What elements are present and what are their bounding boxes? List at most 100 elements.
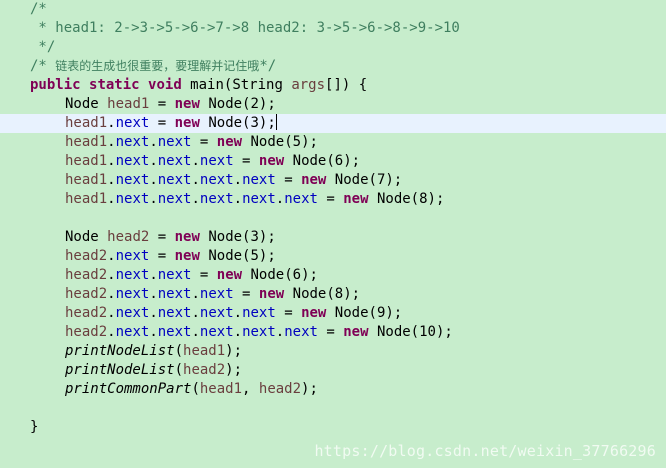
code-line[interactable]: head2.next = new Node(5); <box>0 247 666 266</box>
code-token: head2 <box>107 229 150 245</box>
code-token: * head1: 2->3->5->6->7->8 head2: 3->5->6… <box>30 20 460 36</box>
code-token: next <box>157 191 192 207</box>
code-token: */ <box>30 39 56 55</box>
code-line[interactable]: head2.next.next.next.next = new Node(9); <box>0 304 666 323</box>
code-token: . <box>191 324 200 340</box>
code-token: . <box>149 153 158 169</box>
code-token: head1 <box>65 153 108 169</box>
code-token: = <box>191 267 217 283</box>
code-token: = <box>149 248 175 264</box>
code-token: next <box>242 172 276 188</box>
code-token: . <box>107 267 116 283</box>
code-token: . <box>107 286 116 302</box>
code-token: Node(6); <box>242 267 318 283</box>
code-token: . <box>107 153 116 169</box>
code-token: next <box>115 115 150 131</box>
code-token: next <box>115 191 150 207</box>
code-token: Node(8); <box>284 286 361 302</box>
code-token: . <box>191 286 200 302</box>
code-token: head2 <box>65 305 108 321</box>
code-token: . <box>275 324 285 340</box>
code-token: next <box>284 324 318 340</box>
code-line[interactable]: */ <box>0 38 666 57</box>
code-token: next <box>157 267 192 283</box>
code-token: . <box>149 191 158 207</box>
code-token: . <box>107 115 116 131</box>
code-token: Node(3); <box>199 229 276 245</box>
text-caret <box>275 114 277 130</box>
code-token: next <box>157 324 192 340</box>
code-token: . <box>149 172 158 188</box>
code-token: Node(8); <box>368 191 445 207</box>
code-token: Node <box>65 229 108 245</box>
code-line[interactable]: } <box>0 418 666 437</box>
code-line[interactable]: head1.next.next.next.next = new Node(7); <box>0 171 666 190</box>
code-line[interactable]: head1.next.next.next.next.next = new Nod… <box>0 190 666 209</box>
code-line[interactable]: head2.next.next = new Node(6); <box>0 266 666 285</box>
code-token: next <box>115 153 150 169</box>
code-line[interactable]: head1.next.next = new Node(5); <box>0 133 666 152</box>
code-token: head2 <box>65 324 108 340</box>
code-token: next <box>115 248 150 264</box>
code-token: head1 <box>183 343 226 359</box>
code-token: . <box>275 191 285 207</box>
code-token: static <box>89 77 140 93</box>
code-token: new <box>258 153 285 169</box>
code-line[interactable]: /* <box>0 0 666 19</box>
code-token: next <box>157 134 192 150</box>
code-token: . <box>149 286 158 302</box>
code-token: new <box>174 96 200 112</box>
code-token: next <box>242 324 276 340</box>
code-token: ( <box>191 381 200 397</box>
code-token: */ <box>259 58 277 74</box>
code-token: . <box>149 305 158 321</box>
code-token: void <box>148 77 182 93</box>
code-line[interactable]: /* 链表的生成也很重要，要理解并记住哦*/ <box>0 57 666 76</box>
code-line[interactable]: public static void main(String args[]) { <box>0 76 666 95</box>
code-token: . <box>107 172 116 188</box>
code-token: new <box>216 134 243 150</box>
code-token: Node <box>65 96 108 112</box>
code-token: /* <box>30 1 47 17</box>
code-line[interactable]: Node head1 = new Node(2); <box>0 95 666 114</box>
code-line[interactable]: printCommonPart(head1, head2); <box>0 380 666 399</box>
code-token: args <box>291 77 326 93</box>
code-token: head2 <box>65 267 108 283</box>
code-token: next <box>115 134 150 150</box>
code-line[interactable]: head1.next.next.next = new Node(6); <box>0 152 666 171</box>
code-token: ); <box>225 343 243 359</box>
code-line[interactable]: * head1: 2->3->5->6->7->8 head2: 3->5->6… <box>0 19 666 38</box>
code-token: Node(6); <box>284 153 361 169</box>
code-line[interactable]: Node head2 = new Node(3); <box>0 228 666 247</box>
code-token: . <box>107 134 116 150</box>
code-token: Node(5); <box>242 134 318 150</box>
code-token <box>140 77 148 93</box>
code-token: Node(2); <box>199 96 276 112</box>
code-token: . <box>149 134 158 150</box>
code-line[interactable] <box>0 209 666 228</box>
code-token: . <box>149 324 158 340</box>
code-token: next <box>199 153 234 169</box>
code-token: head1 <box>65 172 108 188</box>
code-line[interactable]: head2.next.next.next = new Node(8); <box>0 285 666 304</box>
code-token <box>81 77 89 93</box>
watermark: https://blog.csdn.net/weixin_37766296 <box>314 442 656 460</box>
code-line[interactable]: printNodeList(head1); <box>0 342 666 361</box>
code-token: next <box>157 305 192 321</box>
code-token: head1 <box>199 381 243 397</box>
code-line[interactable] <box>0 399 666 418</box>
code-token: next <box>199 286 234 302</box>
code-line[interactable]: head2.next.next.next.next.next = new Nod… <box>0 323 666 342</box>
current-code-line[interactable]: head1.next = new Node(3); <box>0 114 666 133</box>
code-token: next <box>199 324 234 340</box>
code-token: head2 <box>258 381 302 397</box>
code-line[interactable]: printNodeList(head2); <box>0 361 666 380</box>
code-token: next <box>115 286 150 302</box>
code-token: new <box>174 248 200 264</box>
code-token: new <box>174 229 200 245</box>
code-token: = <box>233 153 259 169</box>
code-token: new <box>174 115 200 131</box>
code-token: head1 <box>65 134 108 150</box>
code-token: public <box>30 77 81 93</box>
